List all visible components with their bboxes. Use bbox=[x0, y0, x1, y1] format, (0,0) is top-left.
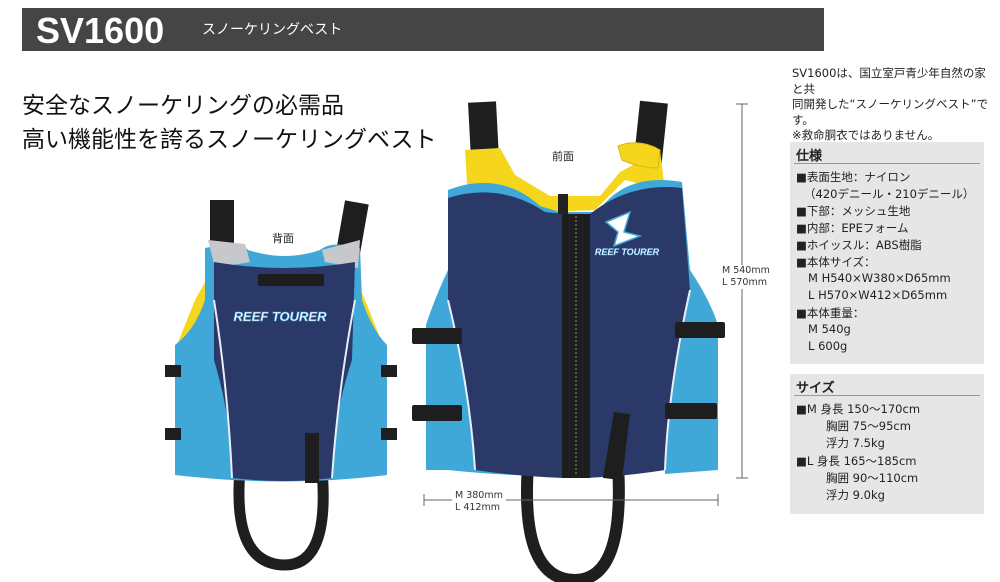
size-line: 浮力 9.0kg bbox=[826, 488, 885, 502]
spec-panel: 仕様 ■表面生地：ナイロン （420デニール・210デニール） ■下部：メッシュ… bbox=[790, 142, 984, 364]
tagline-2: 高い機能性を誇るスノーケリングベスト bbox=[22, 127, 437, 153]
front-label: 前面 bbox=[552, 150, 574, 163]
spec-line: （420デニール・210デニール） bbox=[804, 187, 975, 201]
spec-divider bbox=[794, 163, 980, 164]
back-vest-image bbox=[165, 200, 397, 571]
height-dimension: M 540mm L 570mm bbox=[720, 265, 772, 289]
header-bar: SV1600 スノーケリングベスト bbox=[22, 8, 824, 51]
spec-line: ■本体サイズ： bbox=[796, 255, 876, 269]
spec-line: ■下部：メッシュ生地 bbox=[796, 204, 911, 218]
size-divider bbox=[794, 395, 980, 396]
size-line: ■L 身長 165〜185cm bbox=[796, 454, 917, 468]
size-line: ■M 身長 150〜170cm bbox=[796, 402, 921, 416]
spec-line: ■本体重量： bbox=[796, 306, 865, 320]
spec-line: L 600g bbox=[808, 339, 848, 353]
spec-title: 仕様 bbox=[796, 149, 823, 164]
width-dimension: M 380mm L 412mm bbox=[452, 490, 506, 514]
front-vest-image bbox=[412, 100, 725, 582]
size-title: サイズ bbox=[796, 381, 835, 396]
size-panel: サイズ ■M 身長 150〜170cm 胸囲 75〜95cm 浮力 7.5kg … bbox=[790, 374, 984, 514]
tagline-1: 安全なスノーケリングの必需品 bbox=[22, 93, 344, 119]
brand-logo-front: REEF TOURER bbox=[595, 247, 660, 257]
brand-logo-back: REEF TOURER bbox=[234, 309, 328, 324]
spec-line: ■ホイッスル：ABS樹脂 bbox=[796, 238, 922, 252]
model-name: SV1600 bbox=[36, 10, 165, 51]
product-note: SV1600は、国立室戸青少年自然の家と共 同開発した“スノーケリングベスト”で… bbox=[792, 66, 989, 142]
back-label: 背面 bbox=[272, 232, 294, 245]
product-subtitle: スノーケリングベスト bbox=[202, 22, 343, 38]
spec-line: M H540×W380×D65mm bbox=[808, 271, 951, 285]
spec-line: ■内部：EPEフォーム bbox=[796, 221, 909, 235]
size-line: 浮力 7.5kg bbox=[826, 436, 885, 450]
spec-line: ■表面生地：ナイロン bbox=[796, 170, 911, 184]
spec-line: M 540g bbox=[808, 322, 851, 336]
size-line: 胸囲 75〜95cm bbox=[826, 419, 911, 433]
spec-line: L H570×W412×D65mm bbox=[808, 288, 948, 302]
size-line: 胸囲 90〜110cm bbox=[826, 471, 919, 485]
